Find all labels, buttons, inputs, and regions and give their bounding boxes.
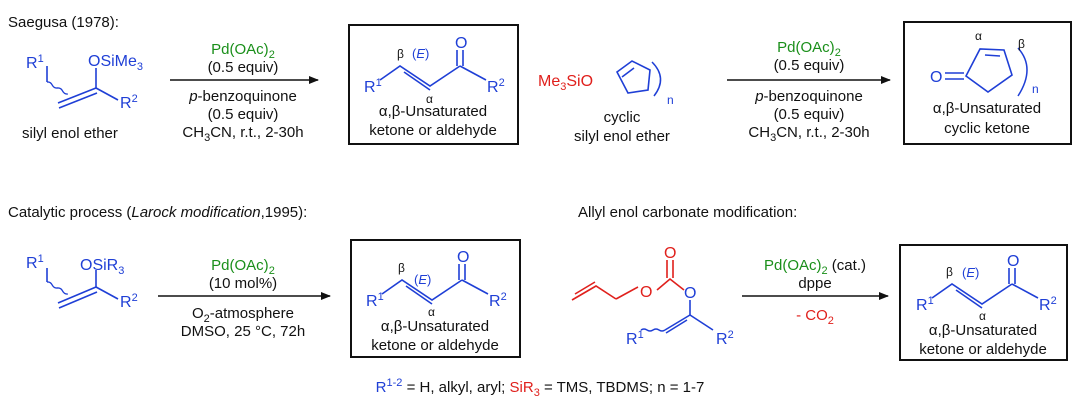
reagent-equiv: (0.5 equiv) [208,59,279,76]
reagent-pd-oac2-2: Pd(OAc)2 [777,39,841,59]
panel-larock: Catalytic process (Larock modification,1… [8,204,521,358]
allyl-enol-carbonate-structure: O O O R1 R2 [571,245,734,348]
pr-r1-label-4: R1 [916,295,934,314]
sm-r2-label: R2 [120,93,138,112]
product-label-line2: ketone or aldehyde [369,122,497,139]
sm-osir3-label: OSiR3 [80,257,124,277]
heading-saegusa: Saegusa (1978): [8,14,119,31]
sm-r2-label-3: R2 [120,292,138,311]
panel-allyl-enol-carbonate: Allyl enol carbonate modification: O O O… [571,204,1068,361]
sm-r1-label: R1 [26,53,44,72]
pr-beta-label-4: β [946,265,953,279]
sm-o-carbonyl: O [664,245,676,262]
panel-saegusa: Saegusa (1978): R1 OSiMe3 R2 silyl enol … [8,14,519,145]
footnote: R1-2 = H, alkyl, aryl; SiR3 = TMS, TBDMS… [376,377,705,399]
pr-beta-label: β [397,47,404,61]
condition-benzoquinone-2: p-benzoquinone [754,88,863,105]
product-label-line2-2: cyclic ketone [944,120,1030,137]
sm-r1-label-3: R1 [26,253,44,272]
pr-r2-label-3: R2 [489,291,507,310]
pr-e-label-3: (E) [414,272,431,287]
pr-r1-label: R1 [364,77,382,96]
sm-o-ester: O [640,284,652,301]
sm-name-cyclic: cyclic [604,109,641,126]
product-label-line1-3: α,β-Unsaturated [381,318,489,335]
product-label-line1-4: α,β-Unsaturated [929,322,1037,339]
pr-n-label-2: n [1032,82,1039,96]
sm-me3sio-label: Me3SiO [538,73,593,93]
sm-r2-label-4: R2 [716,329,734,348]
condition-dmso: DMSO, 25 °C, 72h [181,323,305,340]
product-label-line1: α,β-Unsaturated [379,103,487,120]
sm-n-label: n [667,93,674,107]
pr-beta-label-3: β [398,261,405,275]
product-box-2 [903,21,1072,145]
cyclic-silyl-enol-ether-structure: Me3SiO n [538,60,674,107]
condition-solvent: CH3CN, r.t., 2-30h [182,124,303,144]
sm-otms-label: OSiMe3 [88,53,143,73]
byproduct-co2: - CO2 [796,307,834,327]
silyl-enol-ether-structure: R1 OSiMe3 R2 [26,53,143,112]
pr-o-label: O [455,35,467,52]
pr-alpha-label: α [426,92,433,106]
pr-alpha-label-4: α [979,309,986,323]
pr-beta-label-2: β [1018,37,1025,51]
product-label-line2-3: ketone or aldehyde [371,337,499,354]
pr-o-label-3: O [457,249,469,266]
enone-product-structure-3: O β (E) α R1 R2 [366,249,507,319]
pr-alpha-label-2: α [975,29,982,43]
pr-r2-label-4: R2 [1039,295,1057,314]
reagent-pd-oac2-3: Pd(OAc)2 [211,257,275,277]
silyl-enol-ether-structure-3: R1 OSiR3 R2 [26,253,138,311]
pr-o-label-2: O [930,69,942,86]
condition-equiv: (0.5 equiv) [208,106,279,123]
reagent-pd-oac2: Pd(OAc)2 [211,41,275,61]
product-label-line2-4: ketone or aldehyde [919,341,1047,358]
pr-r2-label: R2 [487,77,505,96]
sm-r1-label-4: R1 [626,329,644,348]
heading-larock: Catalytic process (Larock modification,1… [8,204,307,221]
reagent-loading: (10 mol%) [209,275,277,292]
reagent-pd-oac2-cat: Pd(OAc)2 (cat.) [764,257,866,277]
panel-cyclic: Me3SiO n cyclic silyl enol ether Pd(OAc)… [538,21,1072,145]
enone-product-structure: O β (E) α R1 R2 [364,35,505,106]
condition-equiv-2: (0.5 equiv) [774,106,845,123]
heading-allyl: Allyl enol carbonate modification: [578,204,797,221]
pr-e-label: (E) [412,46,429,61]
sm-name-silyl-enol-ether-2: silyl enol ether [574,128,670,145]
product-label-line1-2: α,β-Unsaturated [933,100,1041,117]
pr-r1-label-3: R1 [366,291,384,310]
ligand-dppe: dppe [798,275,831,292]
cyclic-enone-structure: O α β n [930,29,1039,97]
condition-o2: O2-atmosphere [192,305,294,325]
pr-alpha-label-3: α [428,305,435,319]
condition-solvent-2: CH3CN, r.t., 2-30h [748,124,869,144]
reagent-equiv-2: (0.5 equiv) [774,57,845,74]
pr-e-label-4: (E) [962,265,979,280]
sm-o-enol: O [684,285,696,302]
pr-o-label-4: O [1007,253,1019,270]
condition-benzoquinone: p-benzoquinone [188,88,297,105]
enone-product-structure-4: O β (E) α R1 R2 [916,253,1057,323]
sm-name-silyl-enol-ether: silyl enol ether [22,125,118,142]
